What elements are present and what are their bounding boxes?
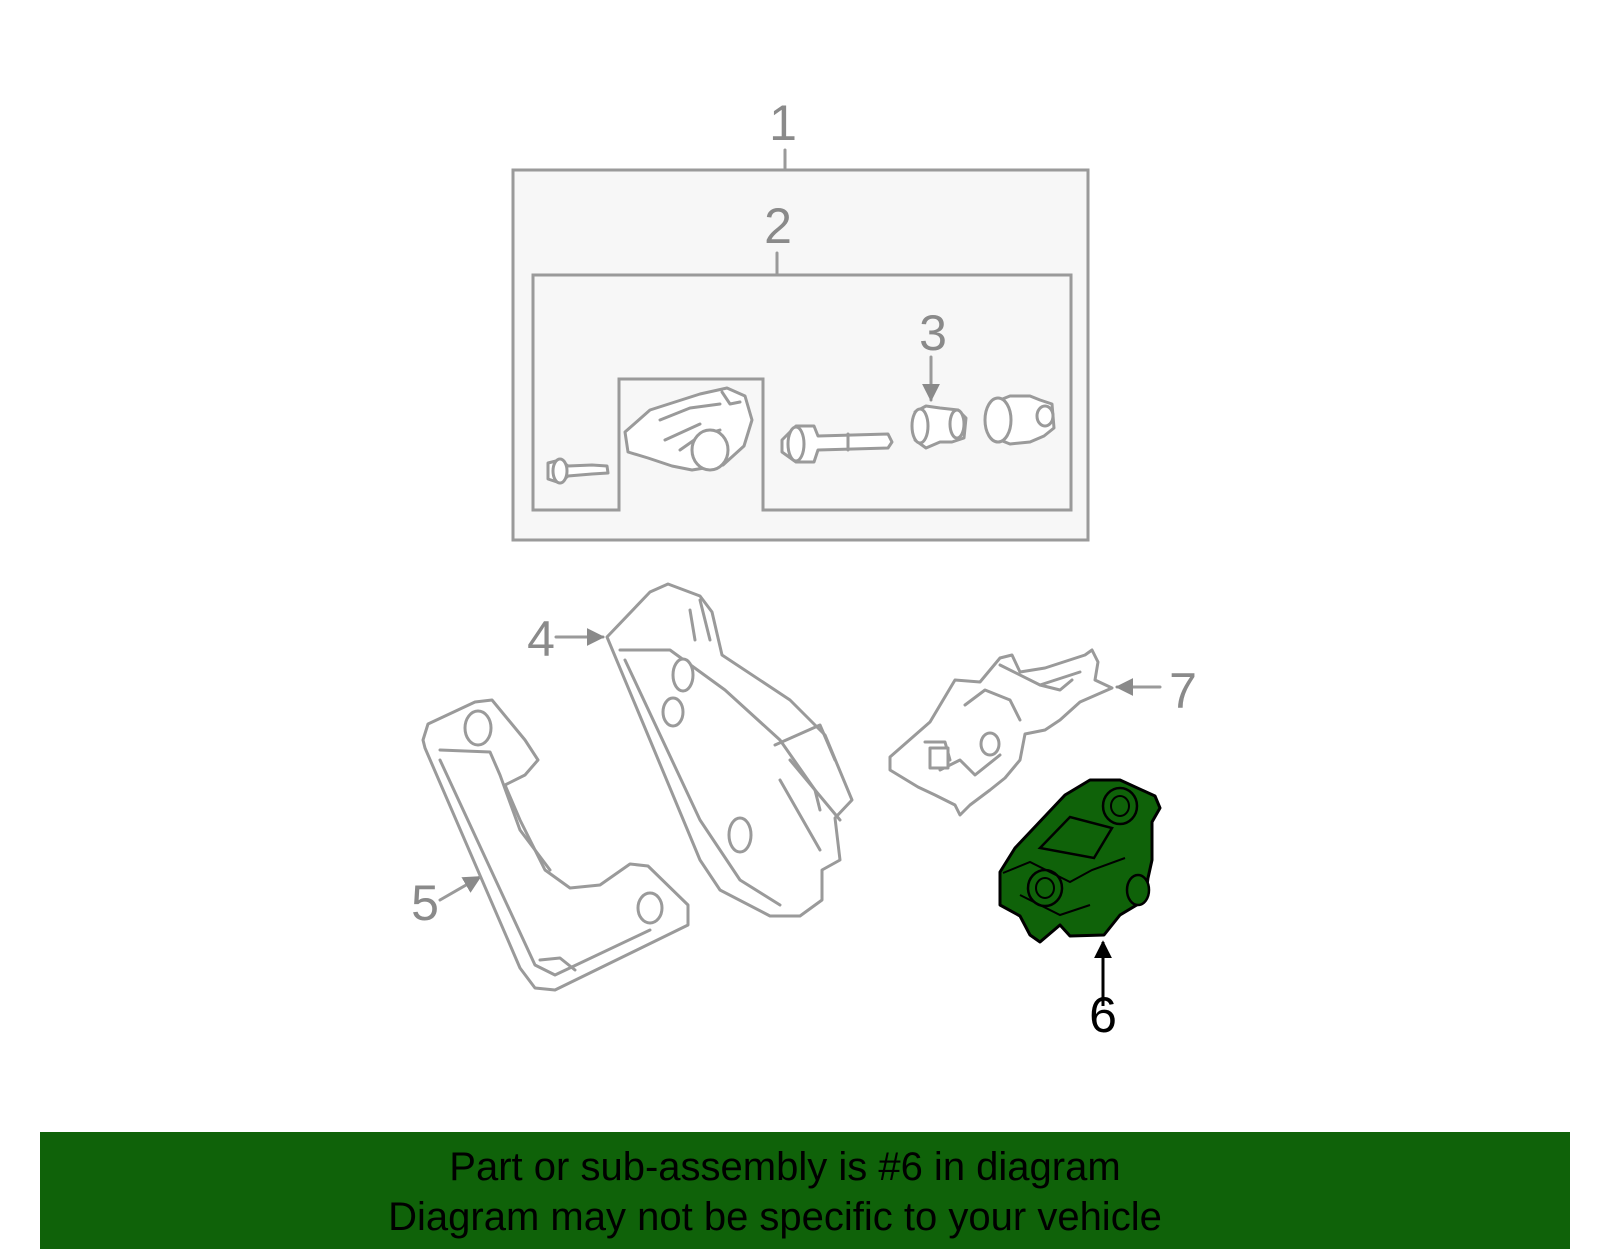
sensor-edge-lines	[1002, 857, 1126, 917]
sensor-connector-port	[1125, 873, 1151, 907]
callout-6-label: 6	[1089, 987, 1117, 1043]
callout-2-label: 2	[764, 198, 792, 254]
part-5-bracket	[421, 698, 690, 992]
callout-5-arrow	[438, 875, 482, 902]
banner-line-1: Part or sub-assembly is #6 in diagram	[449, 1145, 1121, 1189]
callout-3-label: 3	[919, 305, 947, 361]
lock-cylinder-part	[623, 386, 754, 472]
callout-6-group[interactable]: 6	[1089, 940, 1117, 1043]
callout-4-group[interactable]: 4	[527, 611, 605, 667]
part-6-sensor[interactable]	[998, 778, 1162, 944]
small-bolt-part	[546, 457, 610, 485]
callout-7-label: 7	[1169, 663, 1197, 719]
callout-1-label: 1	[769, 95, 797, 151]
part-3-bushing	[910, 404, 968, 450]
callout-5-label: 5	[411, 875, 439, 931]
info-banner: Part or sub-assembly is #6 in diagram Di…	[40, 1132, 1570, 1249]
part-4-bracket	[605, 582, 854, 918]
assembly-2-inner-box	[531, 273, 1073, 512]
callout-5-group[interactable]: 5	[411, 875, 482, 931]
callout-1-group[interactable]: 1	[769, 95, 797, 170]
callout-7-group[interactable]: 7	[1115, 663, 1197, 719]
callout-3-group[interactable]: 3	[919, 305, 947, 402]
round-nut-part	[983, 394, 1056, 446]
sensor-mount-hole-top-inner	[1110, 795, 1130, 817]
long-bolt-part	[780, 424, 894, 464]
callout-2-group[interactable]: 2	[764, 198, 792, 276]
part-7-bracket	[888, 648, 1114, 817]
banner-line-2: Diagram may not be specific to your vehi…	[388, 1195, 1162, 1239]
sensor-top-pad	[1037, 815, 1114, 860]
sensor-mount-hole-left-inner	[1035, 877, 1055, 899]
callout-4-label: 4	[527, 611, 555, 667]
